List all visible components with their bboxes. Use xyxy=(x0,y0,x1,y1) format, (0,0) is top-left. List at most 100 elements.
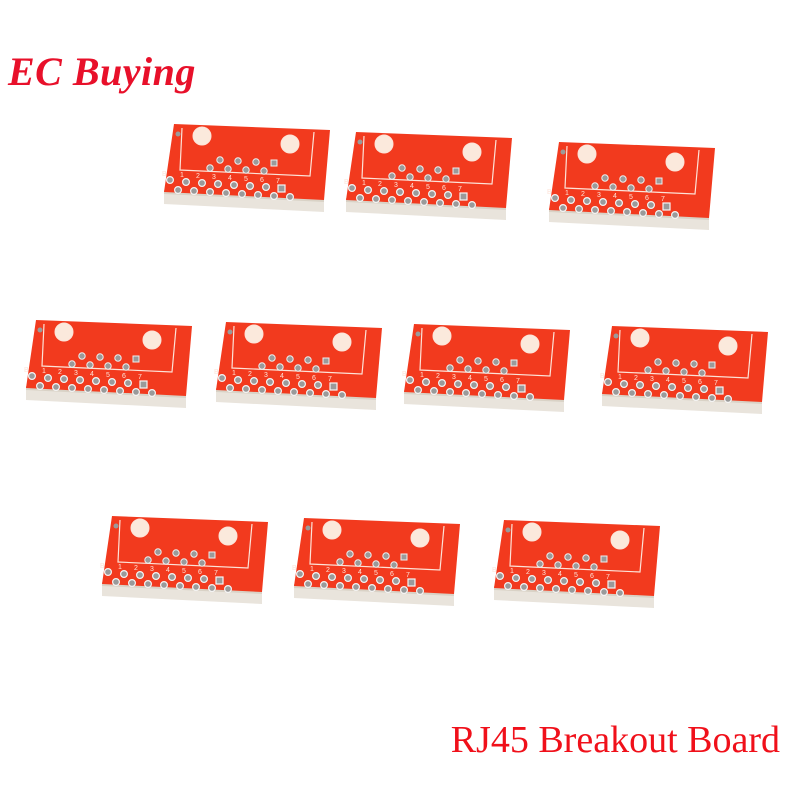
svg-text:1: 1 xyxy=(362,180,366,187)
svg-text:4: 4 xyxy=(228,175,232,182)
svg-text:B: B xyxy=(162,171,167,178)
svg-text:3: 3 xyxy=(264,372,268,379)
svg-text:B: B xyxy=(100,563,105,570)
svg-text:4: 4 xyxy=(358,569,362,576)
svg-text:6: 6 xyxy=(698,379,702,386)
svg-text:2: 2 xyxy=(134,565,138,572)
svg-text:1: 1 xyxy=(420,372,424,379)
svg-text:7: 7 xyxy=(328,376,332,383)
pcb-image: B 1 2 3 4 5 6 7 xyxy=(214,322,382,410)
pcb-image: B 1 2 3 4 5 6 7 xyxy=(100,516,268,604)
svg-text:1: 1 xyxy=(618,374,622,381)
svg-text:5: 5 xyxy=(296,374,300,381)
svg-text:3: 3 xyxy=(150,566,154,573)
svg-text:1: 1 xyxy=(180,172,184,179)
svg-text:6: 6 xyxy=(312,375,316,382)
svg-text:7: 7 xyxy=(516,378,520,385)
product-caption: RJ45 Breakout Board xyxy=(450,719,780,761)
svg-text:5: 5 xyxy=(484,376,488,383)
svg-text:6: 6 xyxy=(122,373,126,380)
svg-text:5: 5 xyxy=(682,378,686,385)
svg-text:5: 5 xyxy=(426,184,430,191)
svg-text:7: 7 xyxy=(661,196,665,203)
rj45-breakout-board-9: B 1 2 3 4 5 6 7 xyxy=(290,514,460,624)
rj45-breakout-board-8: B 1 2 3 4 5 6 7 xyxy=(98,512,268,622)
svg-text:3: 3 xyxy=(212,174,216,181)
svg-text:2: 2 xyxy=(526,569,530,576)
svg-text:7: 7 xyxy=(606,574,610,581)
svg-text:5: 5 xyxy=(574,572,578,579)
svg-text:B: B xyxy=(547,189,552,196)
svg-text:7: 7 xyxy=(458,186,462,193)
brand-logo: EC Buying xyxy=(8,49,196,94)
svg-text:B: B xyxy=(292,565,297,572)
rj45-breakout-board-4: B 1 2 3 4 5 6 7 xyxy=(22,316,192,426)
svg-text:3: 3 xyxy=(597,192,601,199)
svg-text:1: 1 xyxy=(510,568,514,575)
svg-text:6: 6 xyxy=(390,571,394,578)
rj45-breakout-board-1: B 1 2 3 4 5 6 7 xyxy=(160,120,330,230)
svg-text:6: 6 xyxy=(590,573,594,580)
svg-text:1: 1 xyxy=(118,564,122,571)
rj45-breakout-board-3: B 1 2 3 4 5 6 7 xyxy=(545,138,715,248)
svg-text:7: 7 xyxy=(138,374,142,381)
svg-text:B: B xyxy=(214,369,219,376)
svg-text:4: 4 xyxy=(410,183,414,190)
svg-text:5: 5 xyxy=(629,194,633,201)
svg-text:2: 2 xyxy=(248,371,252,378)
svg-text:6: 6 xyxy=(500,377,504,384)
svg-text:1: 1 xyxy=(232,370,236,377)
svg-text:1: 1 xyxy=(565,190,569,197)
pcb-image: B 1 2 3 4 5 6 7 xyxy=(492,520,660,608)
svg-text:2: 2 xyxy=(634,375,638,382)
svg-text:3: 3 xyxy=(650,376,654,383)
svg-text:7: 7 xyxy=(406,572,410,579)
svg-text:4: 4 xyxy=(90,371,94,378)
svg-text:5: 5 xyxy=(374,570,378,577)
pcb-image: B 1 2 3 4 5 6 7 xyxy=(547,142,715,230)
rj45-breakout-board-7: B 1 2 3 4 5 6 7 xyxy=(598,322,768,432)
svg-text:7: 7 xyxy=(276,178,280,185)
svg-text:3: 3 xyxy=(542,570,546,577)
svg-text:2: 2 xyxy=(196,173,200,180)
svg-text:5: 5 xyxy=(182,568,186,575)
svg-text:5: 5 xyxy=(106,372,110,379)
pcb-image: B 1 2 3 4 5 6 7 xyxy=(344,132,512,220)
pcb-image: B 1 2 3 4 5 6 7 xyxy=(292,518,460,606)
svg-text:4: 4 xyxy=(666,377,670,384)
svg-text:2: 2 xyxy=(58,369,62,376)
svg-text:B: B xyxy=(344,179,349,186)
svg-text:2: 2 xyxy=(326,567,330,574)
svg-text:4: 4 xyxy=(166,567,170,574)
pcb-image: B 1 2 3 4 5 6 7 xyxy=(162,124,330,212)
svg-text:B: B xyxy=(24,367,29,374)
svg-text:4: 4 xyxy=(613,193,617,200)
svg-text:3: 3 xyxy=(74,370,78,377)
svg-text:4: 4 xyxy=(558,571,562,578)
rj45-breakout-board-10: B 1 2 3 4 5 6 7 xyxy=(490,516,660,626)
svg-text:1: 1 xyxy=(42,368,46,375)
svg-text:1: 1 xyxy=(310,566,314,573)
svg-text:6: 6 xyxy=(442,185,446,192)
rj45-breakout-board-5: B 1 2 3 4 5 6 7 xyxy=(212,318,382,428)
rj45-breakout-board-2: B 1 2 3 4 5 6 7 xyxy=(342,128,512,238)
svg-text:2: 2 xyxy=(436,373,440,380)
svg-text:6: 6 xyxy=(260,177,264,184)
svg-text:7: 7 xyxy=(214,570,218,577)
pcb-image: B 1 2 3 4 5 6 7 xyxy=(24,320,192,408)
svg-text:7: 7 xyxy=(714,380,718,387)
svg-text:3: 3 xyxy=(394,182,398,189)
svg-text:6: 6 xyxy=(645,195,649,202)
svg-text:2: 2 xyxy=(378,181,382,188)
svg-text:B: B xyxy=(600,373,605,380)
svg-text:6: 6 xyxy=(198,569,202,576)
svg-text:5: 5 xyxy=(244,176,248,183)
svg-text:B: B xyxy=(492,567,497,574)
svg-text:3: 3 xyxy=(342,568,346,575)
svg-text:4: 4 xyxy=(280,373,284,380)
svg-text:2: 2 xyxy=(581,191,585,198)
svg-text:B: B xyxy=(402,371,407,378)
pcb-image: B 1 2 3 4 5 6 7 xyxy=(600,326,768,414)
